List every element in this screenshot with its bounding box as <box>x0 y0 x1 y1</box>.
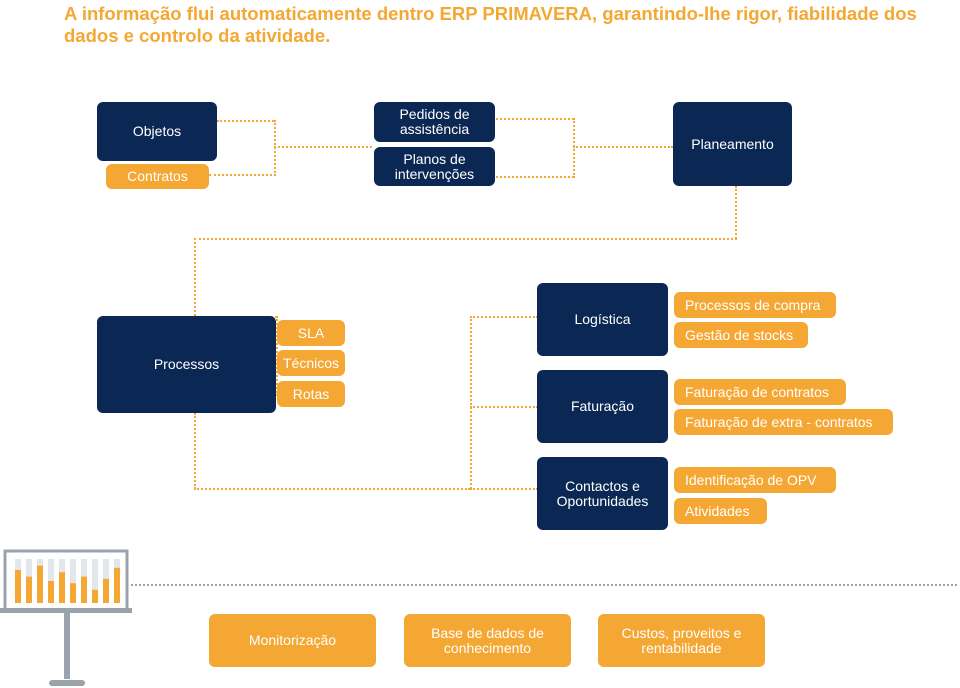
atividades-tag: Atividades <box>674 498 767 524</box>
planos-de-intervencoes-box: Planos de intervenções <box>374 147 495 186</box>
tecnicos-tag: Técnicos <box>277 350 345 376</box>
icon-bar <box>26 576 32 603</box>
gestao-de-stocks-tag: Gestão de stocks <box>674 322 808 348</box>
base-de-dados-conhecimento-box: Base de dados de conhecimento <box>404 614 571 667</box>
icon-bar <box>114 567 120 603</box>
icon-bar-track <box>70 559 76 603</box>
icon-bar <box>92 589 98 603</box>
icon-bar <box>15 570 21 603</box>
connector-pedidos-right <box>496 118 574 120</box>
faturacao-extra-contratos-tag: Faturação de extra - contratos <box>674 409 893 435</box>
rotas-tag: Rotas <box>277 381 345 407</box>
identificacao-opv-tag: Identificação de OPV <box>674 467 836 493</box>
contratos-tag: Contratos <box>106 164 209 189</box>
connector-right-branch <box>470 316 472 489</box>
icon-bar <box>70 583 76 603</box>
sla-tag: SLA <box>277 320 345 346</box>
icon-bar <box>48 581 54 603</box>
connector-to-logistica <box>470 316 538 318</box>
custos-proveitos-rentabilidade-box: Custos, proveitos e rentabilidade <box>598 614 765 667</box>
connector-planos-right <box>496 176 574 178</box>
connector-left-down <box>194 238 196 316</box>
planeamento-box: Planeamento <box>673 102 792 186</box>
connector-mid-vertical <box>573 118 575 178</box>
faturacao-de-contratos-tag: Faturação de contratos <box>674 379 846 405</box>
icon-bar <box>59 572 65 603</box>
icon-bar <box>103 578 109 603</box>
logistica-box: Logística <box>537 283 668 356</box>
faturacao-box: Faturação <box>537 370 668 443</box>
connector-processos-down <box>194 413 196 489</box>
connector-to-faturacao <box>470 406 538 408</box>
processos-box: Processos <box>97 316 276 413</box>
icon-bar-track <box>92 559 98 603</box>
connector-bottom-separator <box>131 584 957 586</box>
presentation-board-chart-icon <box>0 549 132 686</box>
connector-bottom-horizontal <box>194 488 470 490</box>
connector-objetos-to-pedidos <box>217 120 274 122</box>
connector-left-vertical <box>274 120 276 176</box>
icon-bar <box>37 565 43 603</box>
monitorizacao-box: Monitorização <box>209 614 376 667</box>
diagram-title: A informação flui automaticamente dentro… <box>64 3 917 46</box>
connector-horizontal-top <box>194 238 737 240</box>
processos-de-compra-tag: Processos de compra <box>674 292 836 318</box>
connector-to-planeamento <box>573 146 673 148</box>
contactos-oportunidades-box: Contactos e Oportunidades <box>537 457 668 530</box>
connector-planeamento-down <box>735 186 737 239</box>
connector-contratos-to-pedidos <box>209 174 276 176</box>
pedidos-de-assistencia-box: Pedidos de assistência <box>374 102 495 142</box>
objetos-box: Objetos <box>97 102 217 161</box>
connector-left-mid <box>274 146 372 148</box>
connector-to-contactos <box>470 488 538 490</box>
icon-bar <box>81 576 87 603</box>
